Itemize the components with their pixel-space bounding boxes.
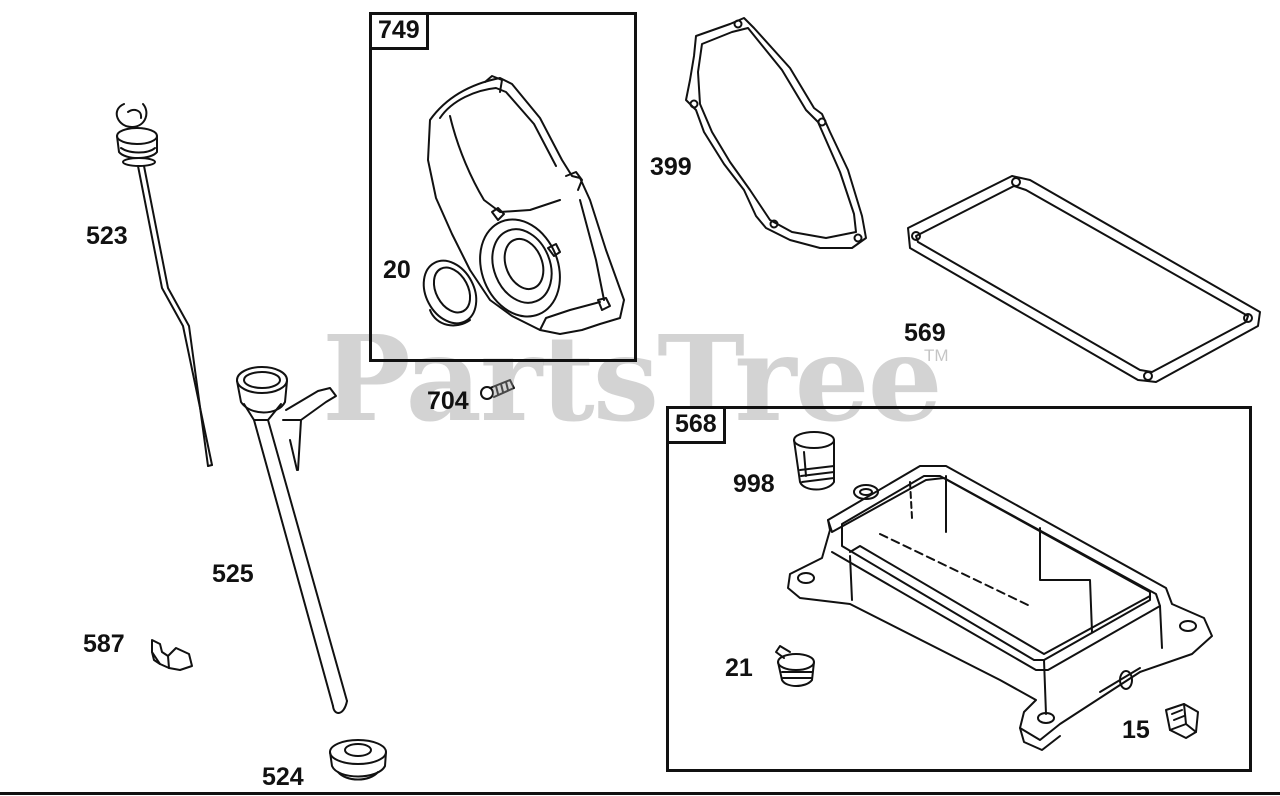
partstree-watermark: PartsTree bbox=[322, 309, 943, 448]
gasket-399-drawing[interactable] bbox=[685, 17, 867, 249]
assembly-568-label[interactable]: 568 bbox=[669, 409, 726, 444]
assembly-568-frame bbox=[666, 406, 1252, 772]
part-label-998[interactable]: 998 bbox=[733, 470, 775, 498]
clip-587-drawing[interactable] bbox=[151, 639, 193, 671]
part-label-587[interactable]: 587 bbox=[83, 630, 125, 658]
trademark-symbol: TM bbox=[924, 346, 949, 365]
part-label-20[interactable]: 20 bbox=[383, 256, 411, 284]
grommet-524-drawing[interactable] bbox=[329, 739, 387, 781]
part-label-524[interactable]: 524 bbox=[262, 763, 304, 791]
dipstick-523-drawing[interactable] bbox=[115, 103, 213, 467]
seal-20-drawing[interactable] bbox=[413, 252, 486, 333]
part-label-15[interactable]: 15 bbox=[1122, 716, 1150, 744]
gasket-569-drawing[interactable] bbox=[907, 175, 1261, 383]
part-label-523[interactable]: 523 bbox=[86, 222, 128, 250]
dipstick-tube-525-drawing[interactable] bbox=[236, 366, 348, 714]
part-label-704[interactable]: 704 bbox=[427, 387, 469, 415]
plug-15-drawing[interactable] bbox=[1165, 703, 1199, 739]
fitting-21-drawing[interactable] bbox=[775, 645, 815, 687]
bottom-border-line bbox=[0, 792, 1280, 795]
part-label-525[interactable]: 525 bbox=[212, 560, 254, 588]
assembly-749-frame bbox=[369, 12, 637, 362]
oil-pan-568-drawing[interactable] bbox=[787, 465, 1213, 751]
assembly-749-label[interactable]: 749 bbox=[372, 15, 429, 50]
part-label-399[interactable]: 399 bbox=[650, 153, 692, 181]
fitting-998-drawing[interactable] bbox=[793, 431, 835, 491]
part-label-569[interactable]: 569 bbox=[904, 319, 946, 347]
screw-704-drawing[interactable] bbox=[480, 379, 515, 400]
housing-749-drawing[interactable] bbox=[427, 75, 625, 335]
part-label-21[interactable]: 21 bbox=[725, 654, 753, 682]
